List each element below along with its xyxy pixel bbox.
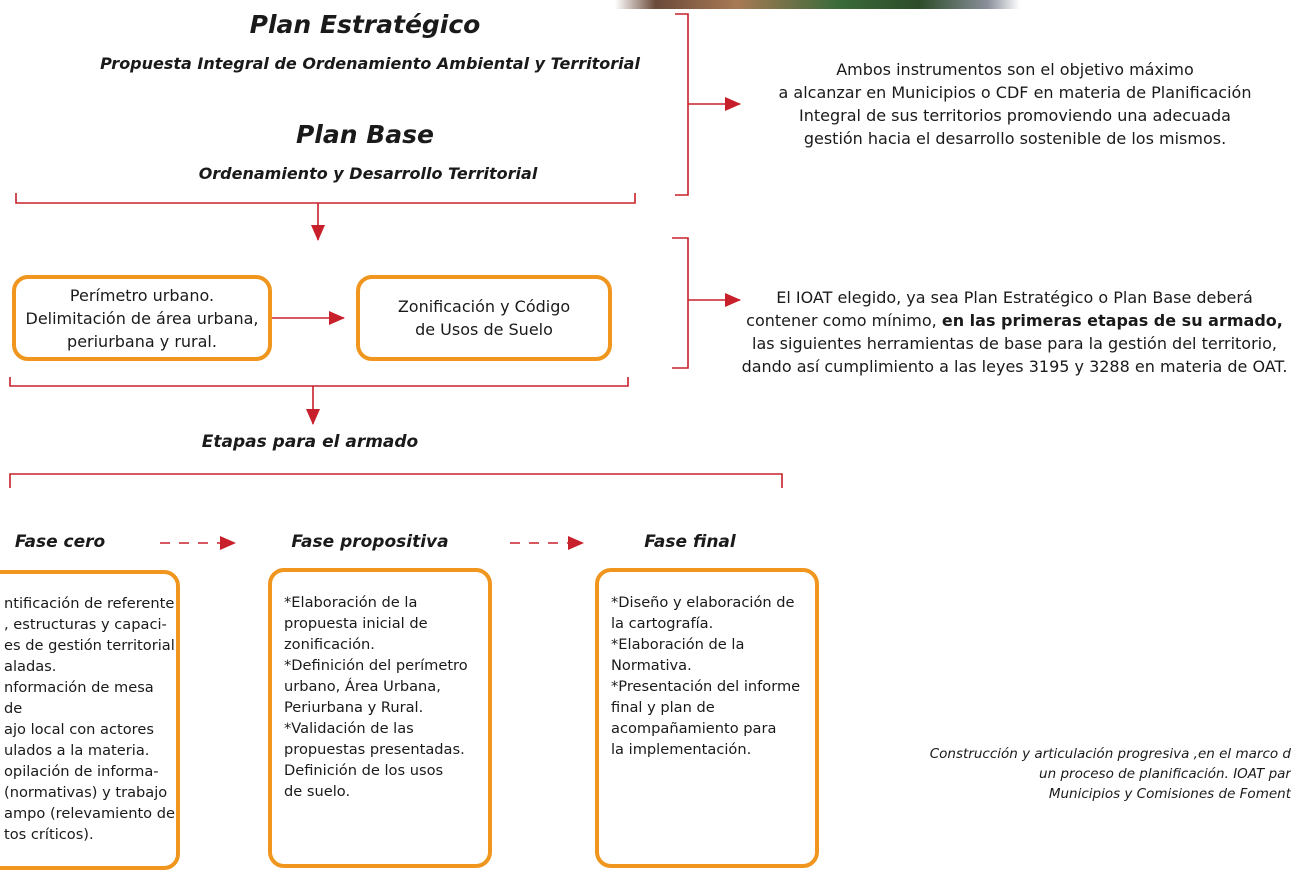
phase-box-propositiva: *Elaboración de la propuesta inicial de … bbox=[268, 568, 492, 868]
objective-line: gestión hacia el desarrollo sostenible d… bbox=[803, 129, 1227, 148]
stages-bracket bbox=[9, 473, 783, 488]
phase-text-cero: ntificación de referente , estructuras y… bbox=[4, 595, 175, 843]
phase-title-propositiva: Fase propositiva bbox=[291, 532, 449, 552]
phase-box-cero: ntificación de referente , estructuras y… bbox=[0, 570, 180, 870]
top-photo-strip bbox=[615, 0, 1020, 9]
plans-right-bracket bbox=[675, 13, 689, 196]
phase-text-final: *Diseño y elaboración de la cartografía.… bbox=[611, 594, 801, 758]
plan-base-subtitle: Ordenamiento y Desarrollo Territorial bbox=[198, 164, 538, 183]
caption-line: Construcción y articulación progresiva ,… bbox=[929, 746, 1291, 762]
plan-estrategico-subtitle: Propuesta Integral de Ordenamiento Ambie… bbox=[100, 54, 640, 73]
ioat-line-3: las siguientes herramientas de base para… bbox=[752, 334, 1277, 353]
phase-box-final: *Diseño y elaboración de la cartografía.… bbox=[595, 568, 819, 868]
plan-base-title: Plan Base bbox=[295, 120, 435, 149]
phase-title-cero: Fase cero bbox=[14, 532, 106, 552]
ioat-line-2-bold: en las primeras etapas de su armado, bbox=[941, 311, 1283, 330]
objective-line: a alcanzar en Municipios o CDF en materi… bbox=[778, 83, 1252, 102]
tools-right-bracket bbox=[672, 237, 689, 369]
plan-estrategico-title: Plan Estratégico bbox=[249, 10, 481, 39]
ioat-line-4: dando así cumplimiento a las leyes 3195 … bbox=[741, 357, 1288, 376]
objective-note: Ambos instrumentos son el objetivo máxim… bbox=[740, 58, 1290, 150]
diagram-connectors bbox=[9, 13, 783, 550]
caption-line: Municipios y Comisiones de Foment bbox=[1048, 786, 1291, 802]
caption: Construcción y articulación progresiva ,… bbox=[880, 744, 1291, 804]
phase-title-final: Fase final bbox=[644, 532, 736, 552]
plans-bracket bbox=[15, 193, 636, 204]
ioat-line-2: contener como mínimo, en las primeras et… bbox=[738, 309, 1291, 332]
zonificacion-box: Zonificación y Código de Usos de Suelo bbox=[356, 275, 612, 361]
phase-text-propositiva: *Elaboración de la propuesta inicial de … bbox=[284, 594, 468, 800]
objective-line: Integral de sus territorios promoviendo … bbox=[799, 106, 1231, 125]
objective-line: Ambos instrumentos son el objetivo máxim… bbox=[836, 60, 1194, 79]
caption-line: un proceso de planificación. IOAT par bbox=[1039, 766, 1291, 782]
ioat-note: El IOAT elegido, ya sea Plan Estratégico… bbox=[738, 286, 1291, 378]
ioat-line-1: El IOAT elegido, ya sea Plan Estratégico… bbox=[776, 288, 1253, 307]
ioat-line-2-plain: contener como mínimo, bbox=[746, 311, 942, 330]
stages-title: Etapas para el armado bbox=[201, 432, 419, 452]
tools-bracket bbox=[9, 377, 629, 387]
perimetro-urbano-box: Perímetro urbano. Delimitación de área u… bbox=[12, 275, 272, 361]
